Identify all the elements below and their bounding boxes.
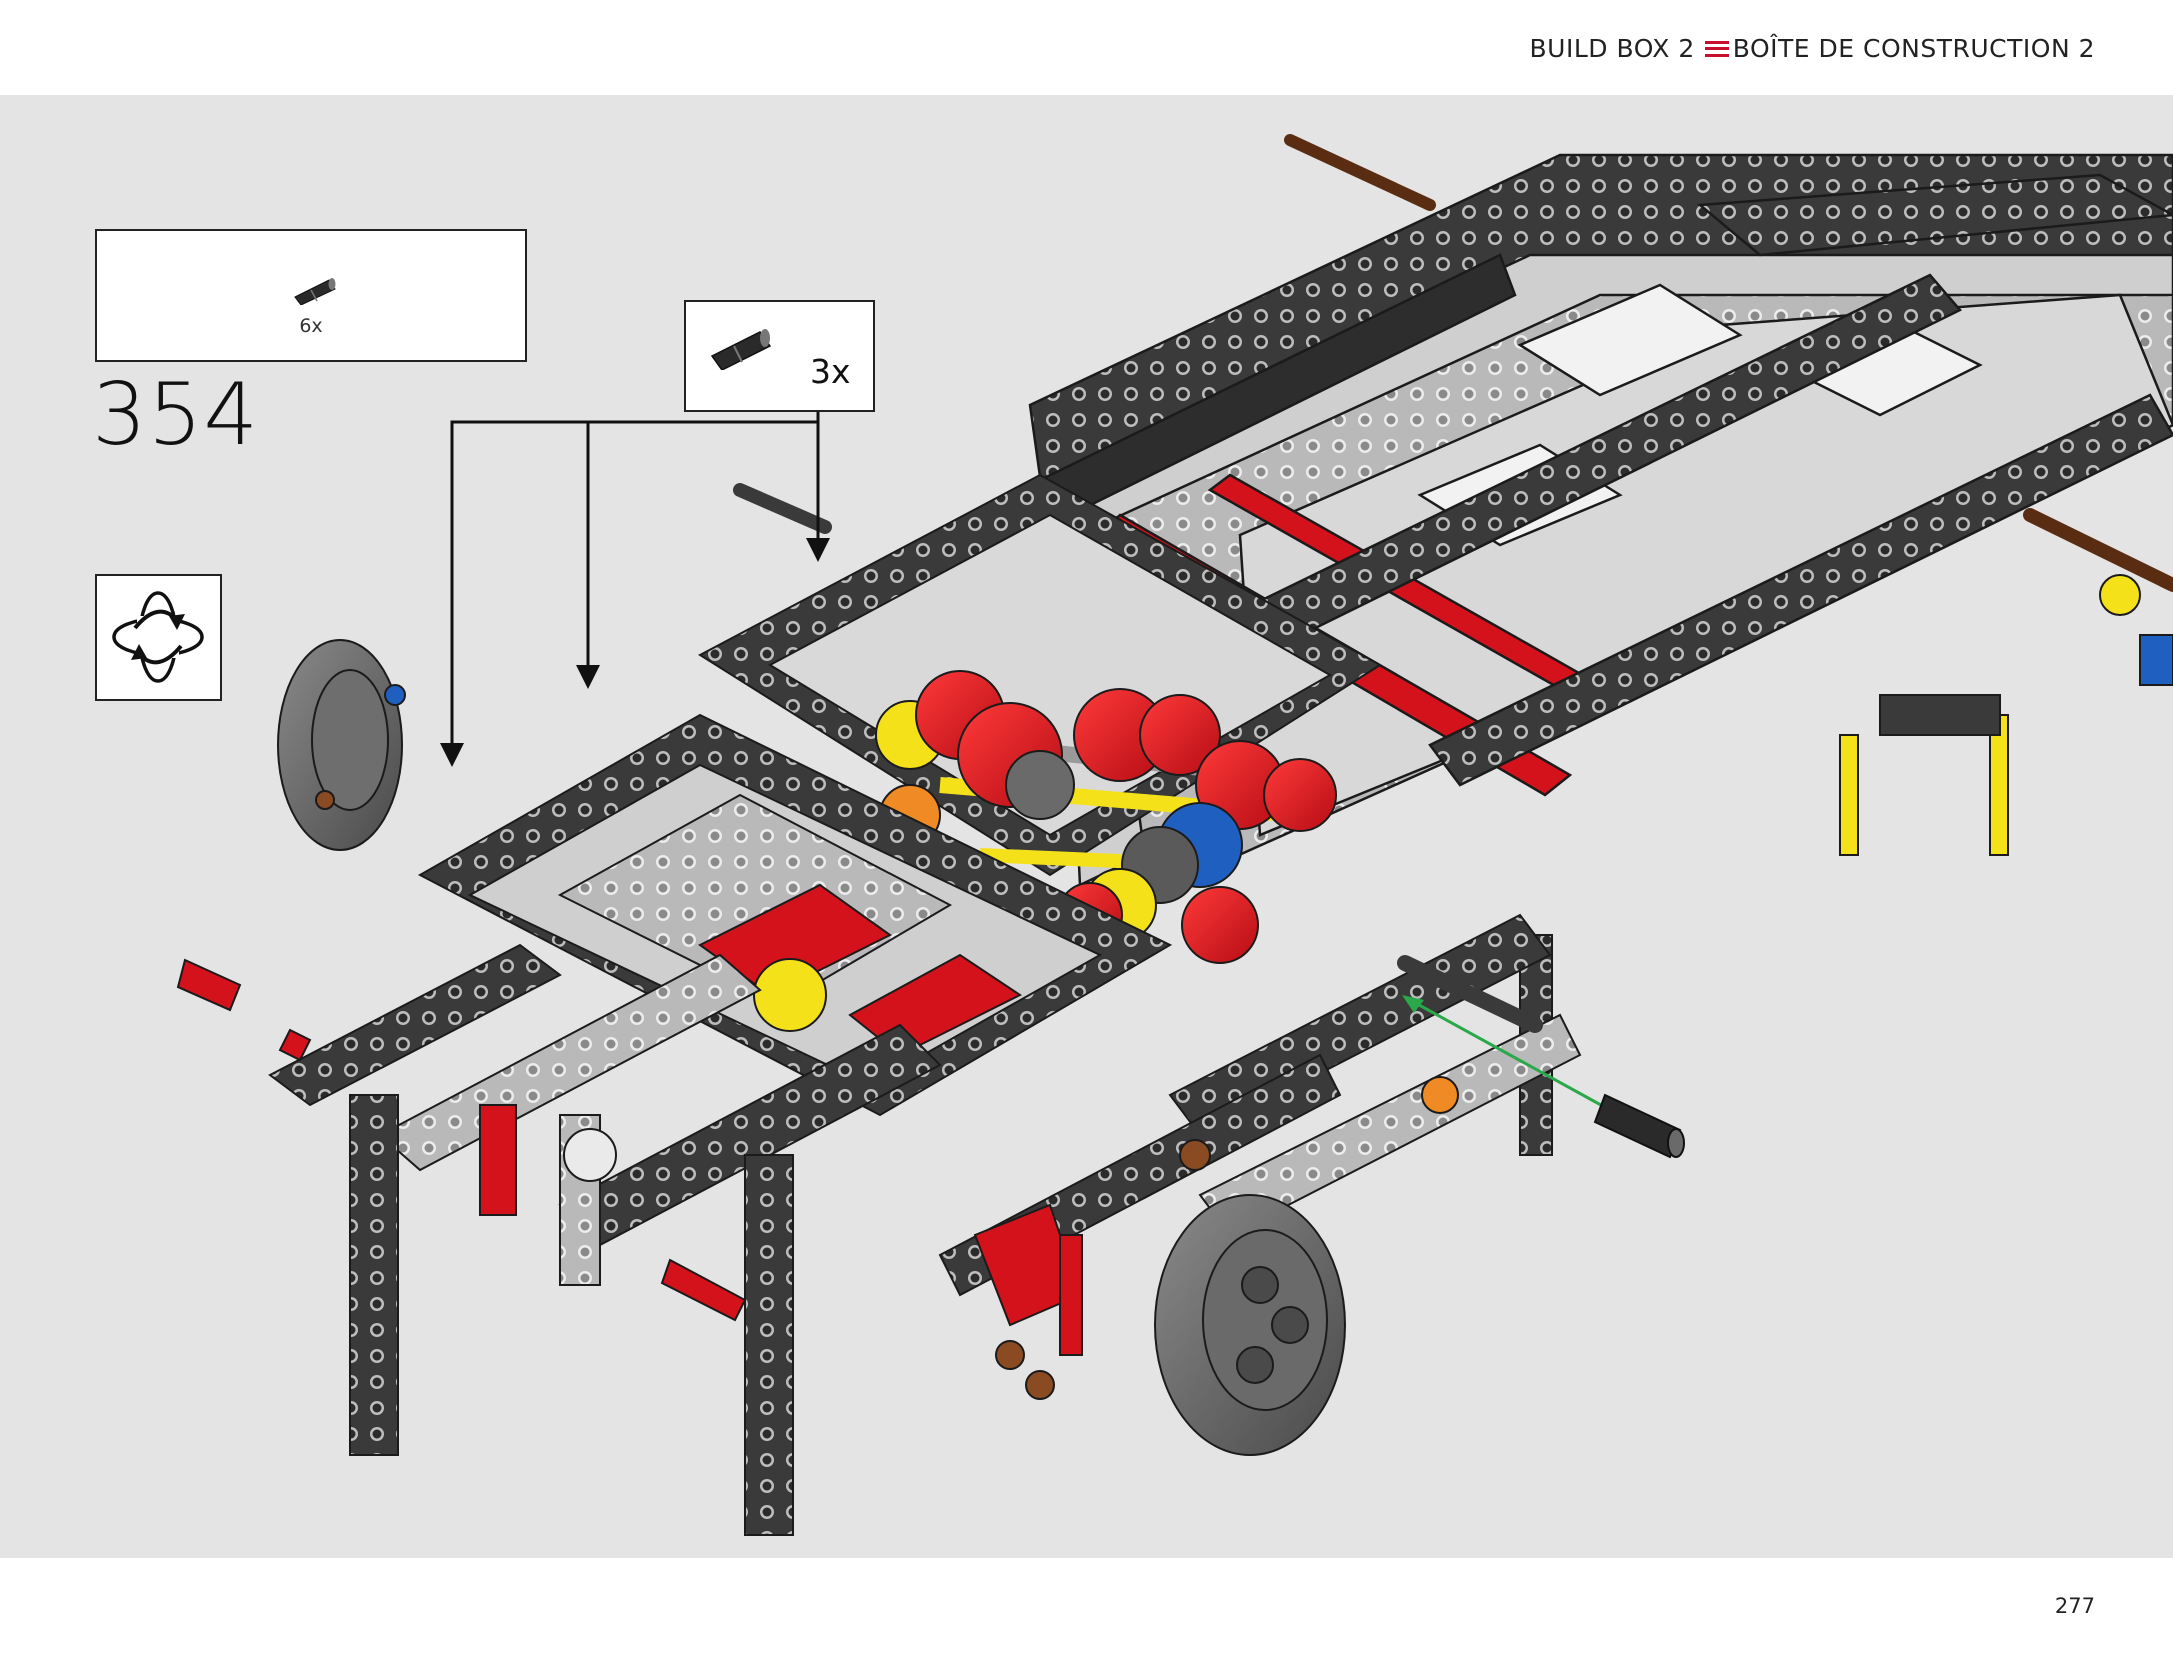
brown-axle xyxy=(1284,134,2173,592)
pin-connector-icon xyxy=(294,278,336,305)
page-footer: 277 xyxy=(0,1558,2173,1654)
rotate-indicator xyxy=(95,574,222,701)
arrowhead xyxy=(806,538,830,562)
arrowhead xyxy=(576,665,600,689)
parts-list-box: 6x xyxy=(95,229,527,362)
right-brake-disc xyxy=(1154,1194,1346,1456)
step-number: 354 xyxy=(92,365,260,465)
suspension-parts xyxy=(973,1139,1211,1400)
black-axle xyxy=(1397,955,1543,1033)
page-number: 277 xyxy=(2054,1594,2095,1618)
separator-lines-icon xyxy=(1704,40,1729,57)
section-title-fr: BOÎTE DE CONSTRUCTION 2 xyxy=(1732,34,2095,63)
arrowhead xyxy=(440,743,464,767)
parts-quantity: 6x xyxy=(299,315,323,337)
left-brake-disc xyxy=(277,639,406,851)
insertion-guide xyxy=(1402,995,1685,1159)
subassembly-callout: 3x xyxy=(684,300,875,412)
callout-quantity: 3x xyxy=(810,352,851,391)
rear-hanging-parts xyxy=(1421,574,2173,1114)
pin-connector-icon xyxy=(710,329,772,370)
loose-pin xyxy=(1593,1093,1685,1159)
section-title-en: BUILD BOX 2 xyxy=(1529,34,1695,63)
page-header: BUILD BOX 2 BOÎTE DE CONSTRUCTION 2 xyxy=(0,0,2173,95)
front-subframe xyxy=(268,713,1582,1536)
red-pins xyxy=(176,958,747,1322)
section-title: BUILD BOX 2 BOÎTE DE CONSTRUCTION 2 xyxy=(1530,34,2095,63)
instruction-stage: 6x 354 3x xyxy=(0,95,2173,1558)
arrowheads xyxy=(440,538,830,767)
black-axle xyxy=(733,483,832,534)
rotate-model-icon xyxy=(112,591,204,683)
chassis-model-illustration xyxy=(176,134,2173,1536)
